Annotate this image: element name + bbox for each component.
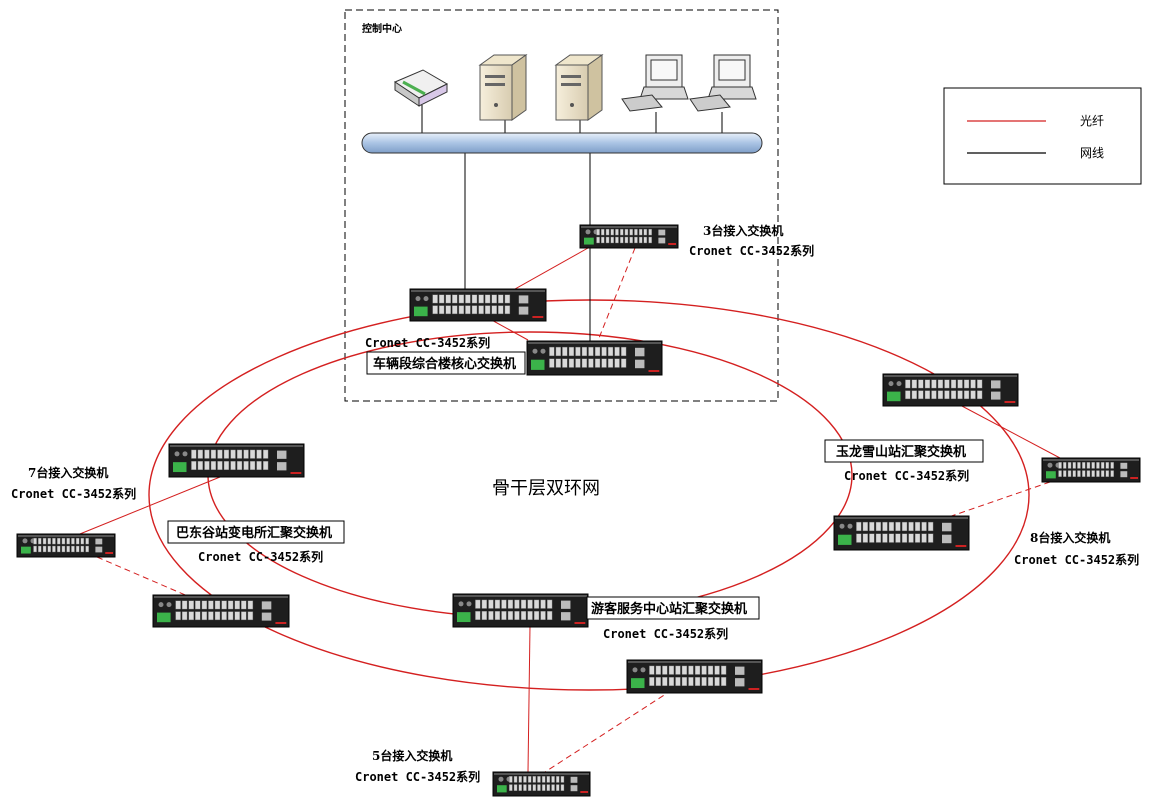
fiber-link — [959, 404, 1061, 459]
access-group-3-name: 3台接入交换机 — [703, 223, 783, 238]
aggregation-switch — [152, 594, 290, 628]
youke-switch — [452, 593, 589, 628]
access-group-7-name: 7台接入交换机 — [28, 465, 108, 480]
router-icon — [393, 69, 449, 107]
core-switch-model: Cronet CC-3452系列 — [365, 335, 490, 350]
badonggu-switch-name-box — [167, 520, 345, 544]
badonggu-switch — [168, 443, 305, 478]
access-group-7-model: Cronet CC-3452系列 — [11, 486, 136, 501]
workstation-icon — [689, 54, 757, 112]
outer-fiber-ring — [148, 299, 1030, 691]
legend-box — [943, 87, 1142, 185]
access-switch — [16, 533, 116, 558]
legend-ethernet-label: 网线 — [1080, 146, 1104, 160]
yulong-switch-name: 玉龙雪山站汇聚交换机 — [836, 444, 966, 460]
core-switch-name: 车辆段综合楼核心交换机 — [373, 356, 516, 372]
access-switch — [1041, 457, 1141, 483]
workstation-icon — [621, 54, 689, 112]
youke-switch-name-box — [586, 596, 760, 620]
access-group-8-name: 8台接入交换机 — [1030, 530, 1110, 545]
core-aggregation-switch — [409, 288, 547, 322]
server-icon — [478, 54, 528, 121]
fiber-link — [527, 625, 531, 773]
aggregation-switch — [626, 659, 763, 694]
control-center-label: 控制中心 — [362, 22, 402, 35]
yulong-switch-name-box — [824, 439, 984, 463]
fiber-link-dashed — [596, 247, 636, 344]
fiber-link — [69, 476, 221, 539]
youke-switch-model: Cronet CC-3452系列 — [603, 626, 728, 641]
fiber-link-dashed — [544, 689, 673, 773]
lan-bus — [361, 132, 763, 154]
fiber-link-dashed — [939, 481, 1051, 521]
yulong-switch — [882, 373, 1019, 407]
access-group-8-model: Cronet CC-3452系列 — [1014, 552, 1139, 567]
badonggu-switch-model: Cronet CC-3452系列 — [198, 549, 323, 564]
legend-fiber-label: 光纤 — [1080, 114, 1104, 128]
access-group-5-name: 5台接入交换机 — [372, 748, 452, 763]
access-switch — [579, 224, 679, 249]
fiber-link-dashed — [96, 556, 191, 598]
core-switch-name-box — [366, 351, 526, 375]
aggregation-switch — [833, 515, 970, 551]
server-icon — [554, 54, 604, 121]
badonggu-switch-name: 巴东谷站变电所汇聚交换机 — [176, 525, 332, 541]
ring-title: 骨干层双环网 — [492, 478, 600, 499]
fiber-link — [487, 317, 529, 341]
yulong-switch-model: Cronet CC-3452系列 — [844, 468, 969, 483]
youke-switch-name: 游客服务中心站汇聚交换机 — [591, 601, 747, 617]
core-switch — [526, 340, 663, 376]
fiber-link — [507, 247, 589, 294]
control-center-box — [344, 9, 779, 402]
access-group-5-model: Cronet CC-3452系列 — [355, 769, 480, 784]
access-group-3-model: Cronet CC-3452系列 — [689, 243, 814, 258]
access-switch — [492, 771, 591, 797]
